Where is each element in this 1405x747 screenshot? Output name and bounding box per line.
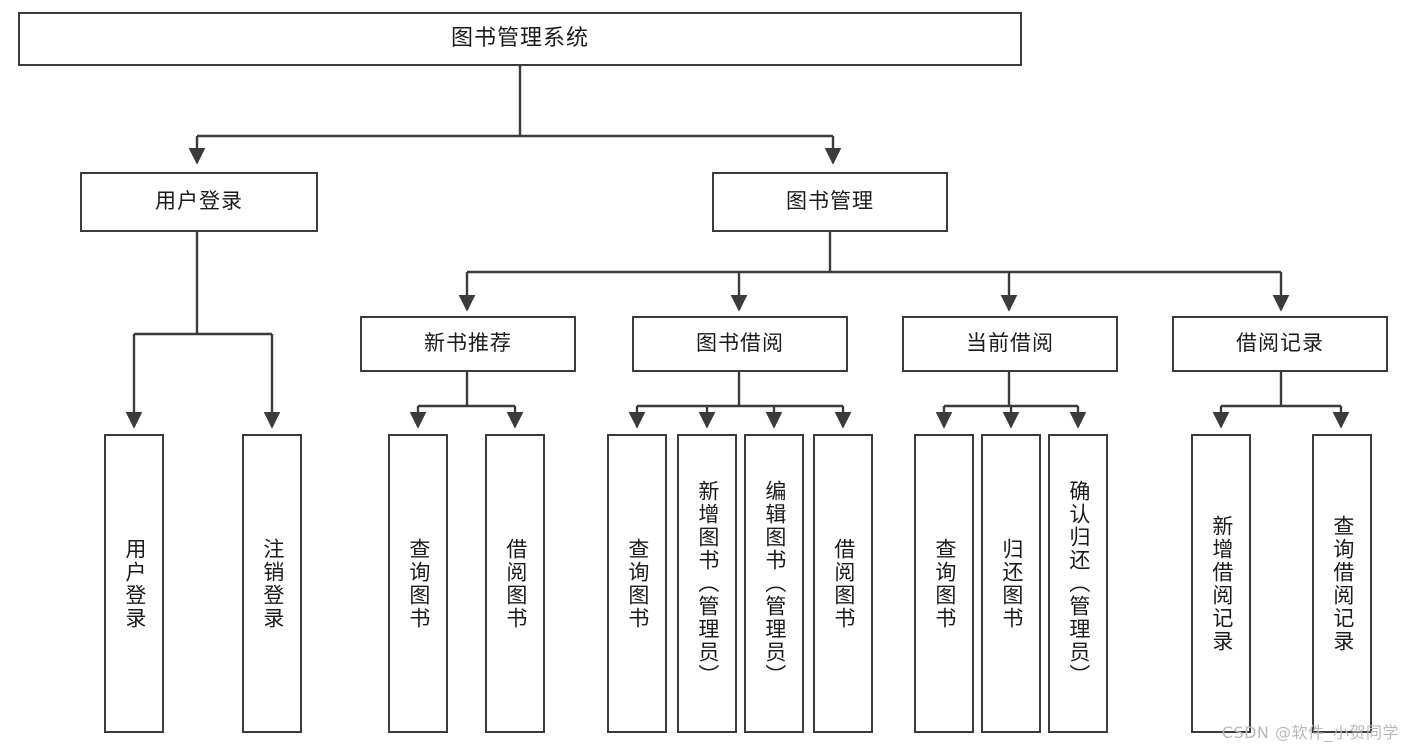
node-label: 新增图书（管理员）	[695, 480, 720, 687]
node-label: 借阅记录	[1236, 331, 1324, 356]
node-label: 查询借阅记录	[1330, 514, 1355, 653]
node-leaf-user-login[interactable]: 用户登录	[104, 434, 164, 733]
node-label: 当前借阅	[966, 331, 1054, 356]
node-leaf-add-book[interactable]: 新增图书（管理员）	[677, 434, 737, 733]
node-leaf-query-book-3[interactable]: 查询图书	[914, 434, 974, 733]
node-book-management-system[interactable]: 图书管理系统	[18, 12, 1022, 66]
node-label: 图书借阅	[696, 331, 784, 356]
node-label: 注销登录	[260, 537, 285, 630]
node-leaf-borrow-book-1[interactable]: 借阅图书	[485, 434, 545, 733]
node-leaf-query-record[interactable]: 查询借阅记录	[1312, 434, 1372, 733]
node-label: 查询图书	[932, 537, 957, 630]
node-borrow-record[interactable]: 借阅记录	[1172, 316, 1388, 372]
node-new-book-recommend[interactable]: 新书推荐	[360, 316, 576, 372]
node-user-login[interactable]: 用户登录	[80, 172, 318, 232]
watermark-label: CSDN @软件_小贺同学	[1221, 723, 1399, 742]
node-label: 用户登录	[122, 537, 147, 630]
node-label: 借阅图书	[831, 537, 856, 630]
node-label: 编辑图书（管理员）	[762, 480, 787, 687]
node-label: 归还图书	[999, 537, 1024, 630]
node-leaf-borrow-book-2[interactable]: 借阅图书	[813, 434, 873, 733]
node-leaf-query-book-2[interactable]: 查询图书	[607, 434, 667, 733]
node-leaf-confirm-return[interactable]: 确认归还（管理员）	[1048, 434, 1108, 733]
node-leaf-return-book[interactable]: 归还图书	[981, 434, 1041, 733]
node-current-borrow[interactable]: 当前借阅	[902, 316, 1118, 372]
node-label: 图书管理系统	[450, 25, 589, 51]
node-label: 用户登录	[155, 189, 243, 214]
node-label: 新书推荐	[424, 331, 512, 356]
node-leaf-add-record[interactable]: 新增借阅记录	[1191, 434, 1251, 733]
node-leaf-edit-book[interactable]: 编辑图书（管理员）	[744, 434, 804, 733]
node-label: 查询图书	[625, 537, 650, 630]
node-label: 新增借阅记录	[1209, 514, 1234, 653]
node-leaf-logout-login[interactable]: 注销登录	[242, 434, 302, 733]
node-label: 图书管理	[786, 189, 874, 214]
node-leaf-query-book-1[interactable]: 查询图书	[388, 434, 448, 733]
node-book-manage[interactable]: 图书管理	[712, 172, 948, 232]
node-label: 确认归还（管理员）	[1066, 480, 1091, 687]
node-book-borrow[interactable]: 图书借阅	[632, 316, 848, 372]
node-label: 查询图书	[406, 537, 431, 630]
node-label: 借阅图书	[503, 537, 528, 630]
